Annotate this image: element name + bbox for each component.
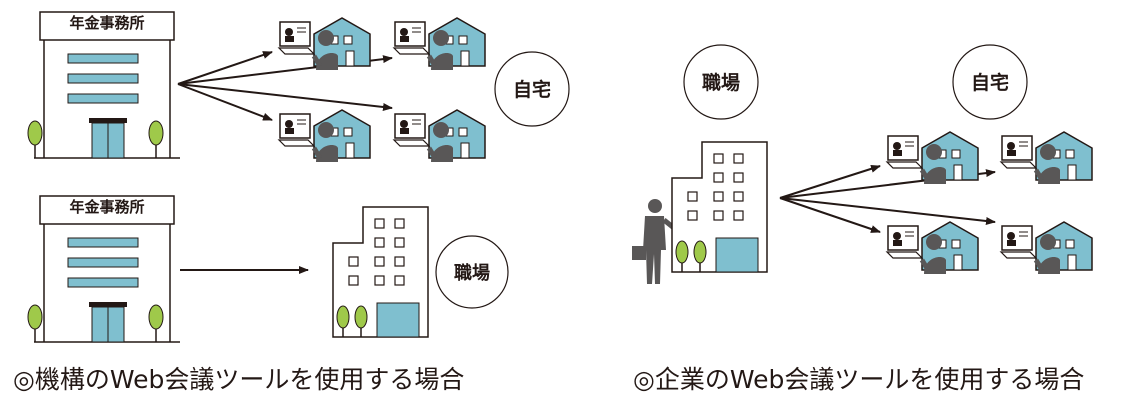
arrow-to-home-3 <box>779 197 996 225</box>
workplace-building-icon <box>671 141 768 273</box>
workplace-label-circle: 職場 <box>435 235 509 309</box>
arrow-to-home-1 <box>177 51 273 85</box>
arrow-to-home-3 <box>177 83 393 111</box>
workplace-label: 職場 <box>702 71 740 94</box>
home-label-circle: 自宅 <box>952 44 1028 120</box>
remote-worker-icon <box>1001 222 1092 274</box>
arrow-to-home-4 <box>177 83 273 121</box>
workplace-label: 職場 <box>454 262 490 284</box>
right-caption: ◎企業のWeb会議ツールを使用する場合 <box>633 365 1085 394</box>
workplace-building-icon <box>332 206 429 338</box>
office-sign-text: 年金事務所 <box>69 198 144 216</box>
home-label: 自宅 <box>513 78 551 101</box>
arrow-to-home-4 <box>779 197 881 233</box>
workplace-label-circle: 職場 <box>683 44 759 120</box>
office-sign-text: 年金事務所 <box>69 14 144 32</box>
left-caption: ◎機構のWeb会議ツールを使用する場合 <box>13 365 465 394</box>
business-person-icon <box>632 199 674 284</box>
remote-worker-icon <box>887 222 978 274</box>
pension-office-building-bottom: 年金事務所 <box>27 191 183 343</box>
remote-worker-icon <box>279 18 370 70</box>
remote-worker-icon <box>394 18 485 70</box>
home-label-circle: 自宅 <box>494 51 570 127</box>
home-label: 自宅 <box>971 71 1009 94</box>
remote-worker-icon <box>887 132 978 184</box>
remote-worker-icon <box>1001 132 1092 184</box>
pension-office-building-top: 年金事務所 <box>27 7 183 159</box>
remote-worker-icon <box>394 110 485 162</box>
arrow-to-home-1 <box>779 164 881 199</box>
remote-worker-icon <box>279 110 370 162</box>
